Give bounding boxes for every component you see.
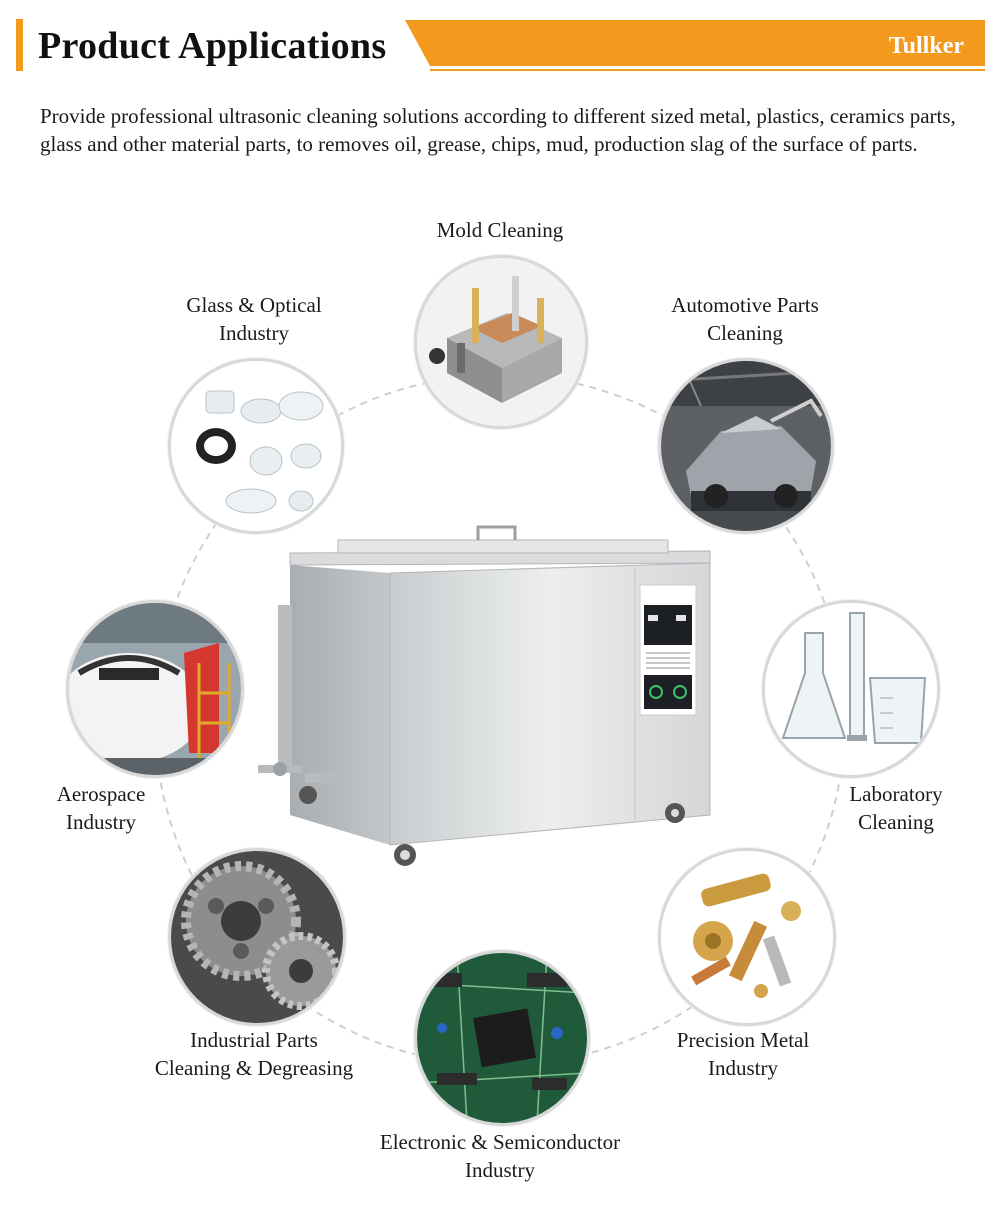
- glass-optical-image: [168, 358, 344, 534]
- aerospace-aircraft-image: [66, 600, 244, 778]
- label-mold-cleaning: Mold Cleaning: [436, 218, 564, 242]
- header-ribbon: [405, 20, 985, 71]
- brand-name: Tullker: [888, 33, 964, 59]
- page-title: Product Applications: [38, 25, 387, 67]
- precision-metal-image: [658, 848, 836, 1026]
- header-accent-bar: [16, 19, 23, 71]
- mold-cleaning-image: [414, 255, 588, 429]
- intro-paragraph: Provide professional ultrasonic cleaning…: [40, 104, 956, 156]
- laboratory-glassware-image: [762, 600, 940, 778]
- electronic-circuit-image: [414, 950, 590, 1126]
- ultrasonic-cleaner-machine: [258, 525, 711, 866]
- automotive-parts-image: [658, 358, 834, 534]
- industrial-gears-image: [168, 848, 346, 1026]
